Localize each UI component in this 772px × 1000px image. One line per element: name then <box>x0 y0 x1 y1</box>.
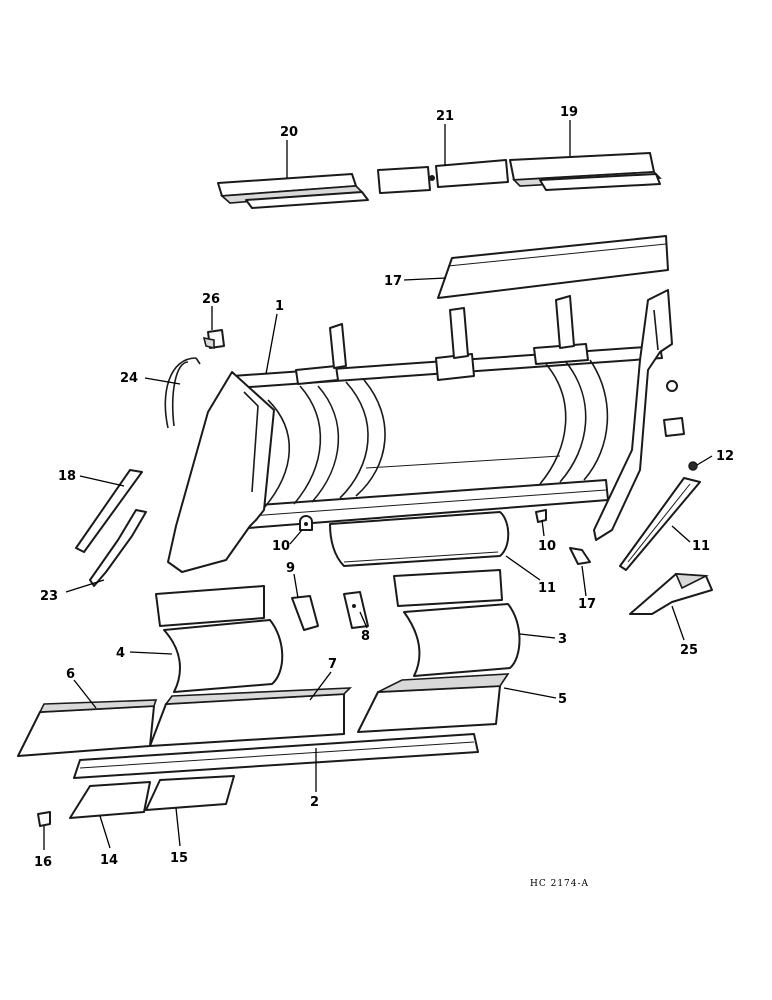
leader-lines <box>43 120 713 850</box>
part-15-plate <box>145 775 235 811</box>
part-23-brace <box>89 509 147 587</box>
part-7-panel <box>149 687 353 747</box>
part-4-trough <box>155 585 284 693</box>
part-20-cover <box>509 152 662 191</box>
part-22-cover <box>377 159 509 194</box>
part-9-bracket <box>291 595 319 631</box>
callout-18: 17 <box>384 274 402 289</box>
callout-16: 16 <box>34 855 52 870</box>
callout-10-right: 10 <box>538 539 556 554</box>
part-24-strap <box>164 357 201 429</box>
part-6-panel <box>17 699 158 757</box>
callout-22: 21 <box>436 109 454 124</box>
callout-15: 15 <box>170 851 188 866</box>
part-14-plate <box>69 781 151 819</box>
part-25-plate <box>629 573 713 615</box>
callout-11: 11 <box>538 581 556 596</box>
callout-4: 4 <box>116 646 125 661</box>
part-11-shield <box>329 511 510 567</box>
callout-5: 5 <box>558 692 567 707</box>
part-3-trough <box>393 569 521 677</box>
callout-14: 14 <box>100 853 118 868</box>
part-8-bracket <box>343 591 369 629</box>
callout-1: 1 <box>275 299 284 314</box>
part-10-clip-left <box>299 515 313 531</box>
callout-17: 17 <box>578 597 596 612</box>
part-18-panel <box>437 235 669 299</box>
callout-26: 26 <box>202 292 220 307</box>
part-16-clip <box>37 811 51 827</box>
callout-labels: 20 21 19 17 26 1 24 18 12 10 10 11 11 17… <box>34 105 734 870</box>
callout-23: 23 <box>40 589 58 604</box>
part-2-rail <box>73 733 479 779</box>
part-17-clip <box>569 547 591 565</box>
part-5-panel <box>357 673 510 733</box>
callout-7: 7 <box>328 657 337 672</box>
part-26-bracket <box>202 329 225 350</box>
callout-2: 2 <box>310 795 319 810</box>
part-12-brace <box>619 477 701 571</box>
callout-12: 11 <box>692 539 710 554</box>
callout-21: 20 <box>280 125 298 140</box>
callout-13: 12 <box>716 449 734 464</box>
part-21-cover <box>217 173 369 209</box>
callout-3: 3 <box>558 632 567 647</box>
callout-10-left: 10 <box>272 539 290 554</box>
part-19-brace <box>75 469 143 553</box>
callout-9: 9 <box>286 561 295 576</box>
callout-25: 25 <box>680 643 698 658</box>
callout-24: 24 <box>120 371 138 386</box>
reference-code: HC 2174-A <box>530 879 589 889</box>
callout-6: 6 <box>66 667 75 682</box>
part-1-main-frame <box>167 289 673 573</box>
callout-8: 8 <box>361 629 370 644</box>
part-13-fitting <box>663 380 698 471</box>
callout-20: 19 <box>560 105 578 120</box>
part-10-clip-right <box>535 509 547 523</box>
callout-19: 18 <box>58 469 76 484</box>
